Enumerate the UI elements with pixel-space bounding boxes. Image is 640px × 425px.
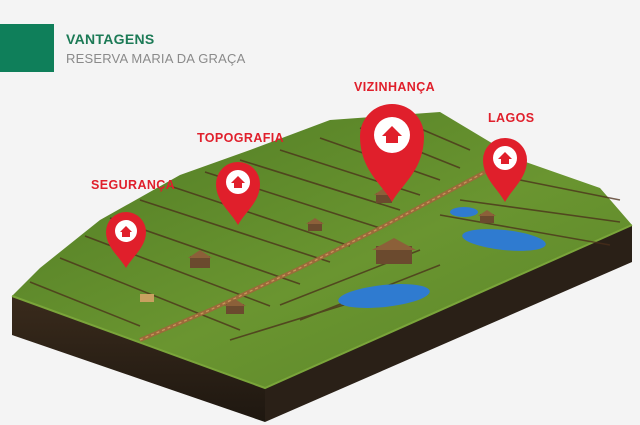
home-icon	[231, 176, 245, 188]
marker-pin-vizinhanca[interactable]	[360, 104, 424, 202]
house-1	[188, 250, 212, 268]
header: VANTAGENS RESERVA MARIA DA GRAÇA	[66, 31, 245, 66]
marker-pin-topografia[interactable]	[216, 162, 260, 225]
marker-pin-seguranca[interactable]	[106, 212, 146, 268]
marker-label-seguranca: SEGURANÇA	[91, 178, 176, 192]
house-6	[478, 210, 496, 223]
terrain-road	[139, 170, 486, 342]
marker-label-vizinhanca: VIZINHANÇA	[354, 80, 436, 94]
house-2	[224, 299, 246, 314]
home-icon	[498, 152, 512, 164]
marker-pin-lagos[interactable]	[483, 138, 527, 202]
house-3	[372, 238, 416, 264]
house-7	[140, 294, 154, 302]
brand-accent-bar	[0, 24, 54, 72]
lake-3	[450, 207, 478, 217]
marker-label-lagos: LAGOS	[488, 111, 535, 125]
lake-2	[462, 229, 546, 251]
terrain-grass-top	[12, 112, 632, 388]
marker-label-topografia: TOPOGRAFIA	[197, 131, 285, 145]
page-subtitle: RESERVA MARIA DA GRAÇA	[66, 51, 246, 66]
house-4	[306, 218, 324, 231]
home-icon	[120, 226, 132, 237]
page-title: VANTAGENS	[66, 31, 155, 47]
lake-1	[338, 284, 430, 308]
terrain-soil-front	[12, 296, 265, 422]
home-icon	[382, 126, 402, 143]
terrain-soil-right	[265, 225, 632, 422]
